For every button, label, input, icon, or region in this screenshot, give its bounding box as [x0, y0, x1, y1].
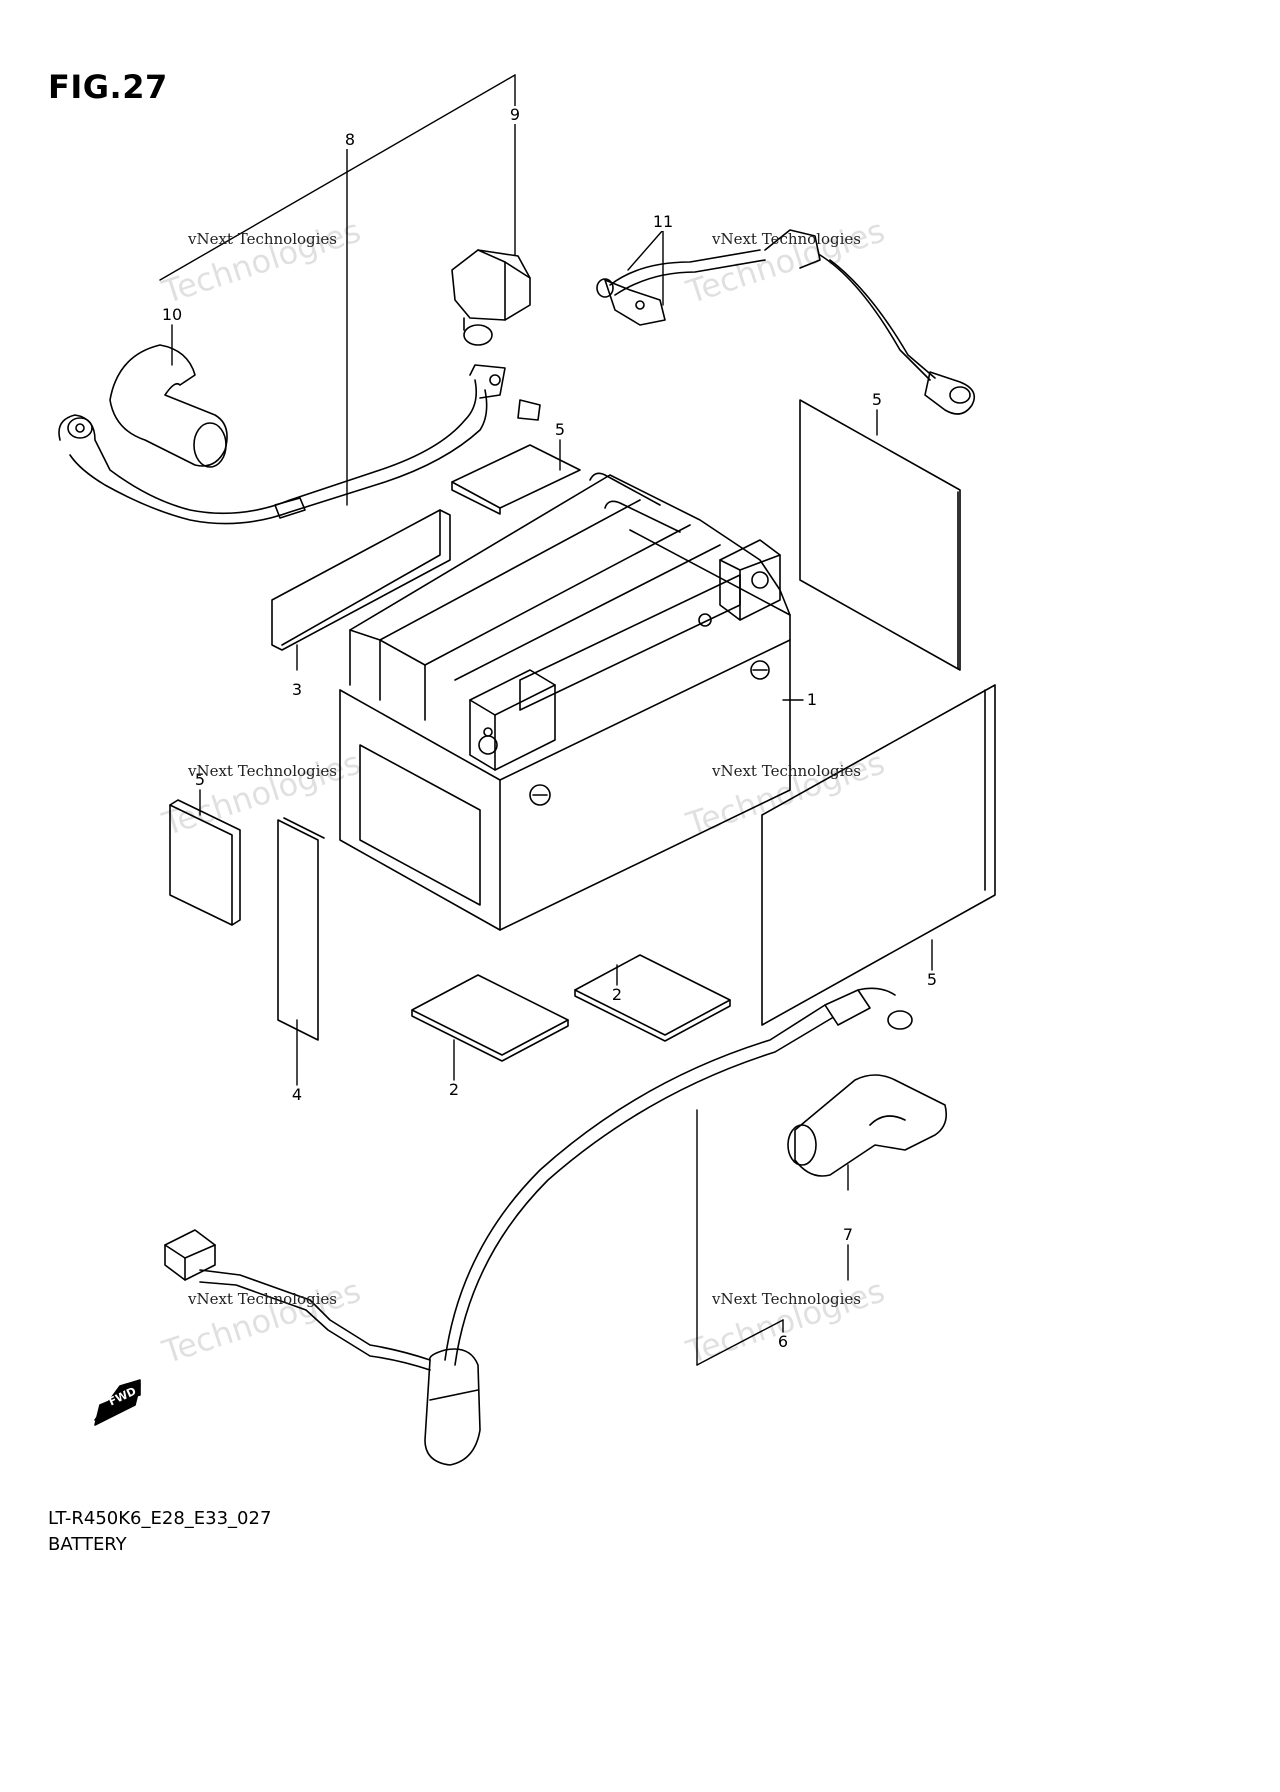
pad-part-2-right	[575, 955, 730, 1041]
callout-2-right: 2	[609, 985, 625, 1004]
diagram-caption: BATTERY	[48, 1534, 127, 1555]
callout-6: 6	[775, 1332, 791, 1351]
pad-part-5-upper-right	[800, 400, 960, 670]
strip-part-4	[278, 818, 324, 1040]
positive-cable-part-8	[59, 365, 540, 524]
callout-7: 7	[840, 1225, 856, 1244]
callout-4: 4	[289, 1085, 305, 1104]
callout-11: 11	[650, 212, 676, 231]
cable-part-6	[165, 988, 912, 1465]
pad-part-2-left	[412, 975, 568, 1061]
callout-5-upper-right: 5	[869, 390, 885, 409]
callout-1: 1	[804, 690, 820, 709]
boot-cover-part-7	[788, 1075, 946, 1176]
terminal-cover-part-9	[452, 250, 530, 345]
battery-part-1	[340, 473, 790, 930]
strip-part-3	[272, 510, 450, 650]
callout-5-left: 5	[192, 770, 208, 789]
pad-part-5-lower-right	[762, 685, 995, 1025]
callout-3: 3	[289, 680, 305, 699]
callout-8: 8	[342, 130, 358, 149]
figure-title: FIG.27	[48, 68, 168, 106]
negative-lead-part-11	[597, 230, 974, 414]
callout-5-lower-right: 5	[924, 970, 940, 989]
pad-part-5-left	[170, 800, 240, 925]
callout-10: 10	[159, 305, 185, 324]
diagram-code: LT-R450K6_E28_E33_027	[48, 1508, 272, 1529]
pad-part-5-top	[452, 445, 580, 514]
callout-9: 9	[507, 105, 523, 124]
fwd-arrow-icon	[95, 1380, 140, 1425]
cover-part-10	[110, 345, 227, 467]
callout-5-top: 5	[552, 420, 568, 439]
callout-2-left: 2	[446, 1080, 462, 1099]
